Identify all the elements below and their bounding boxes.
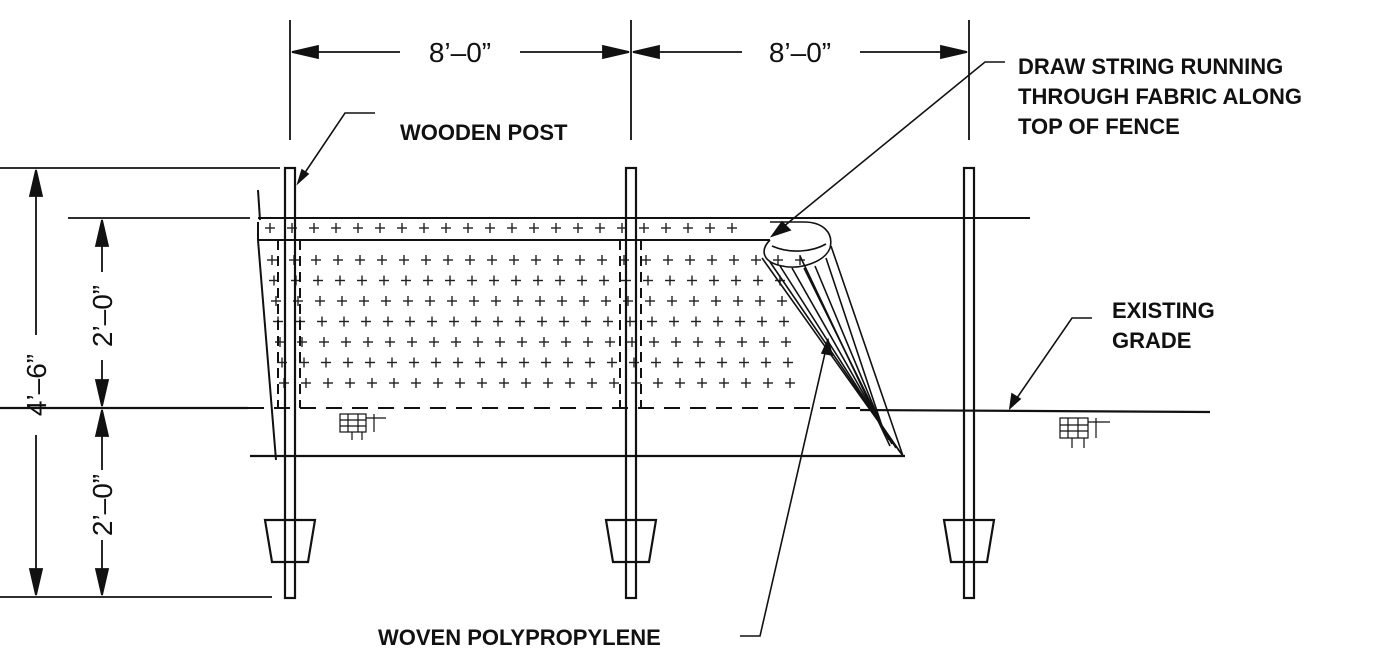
height-dimension bbox=[0, 167, 280, 598]
soil-symbol-right bbox=[1059, 417, 1110, 448]
fabric-mesh bbox=[265, 223, 805, 388]
dimension-post-depth: 2’–0” bbox=[87, 474, 118, 536]
soil-symbol-left bbox=[339, 413, 386, 440]
label-draw-string-line3: TOP OF FENCE bbox=[1018, 114, 1180, 139]
dimension-spacing-right: 8’–0” bbox=[769, 37, 831, 68]
wooden-post-middle bbox=[604, 166, 658, 600]
spacing-dimension bbox=[289, 20, 970, 140]
existing-grade-line bbox=[0, 406, 1211, 414]
leader-lines bbox=[296, 61, 1092, 637]
dimension-fabric-height: 2’–0” bbox=[87, 285, 118, 347]
label-existing-grade-line2: GRADE bbox=[1112, 328, 1191, 353]
label-draw-string-line1: DRAW STRING RUNNING bbox=[1018, 54, 1283, 79]
label-wooden-post: WOODEN POST bbox=[400, 120, 568, 145]
dimension-spacing-left: 8’–0” bbox=[429, 37, 491, 68]
fabric-panel bbox=[248, 189, 1030, 461]
label-existing-grade-line1: EXISTING bbox=[1112, 298, 1215, 323]
label-woven-polypropylene: WOVEN POLYPROPYLENE bbox=[378, 625, 661, 650]
wooden-post-left bbox=[263, 166, 317, 600]
post-dashes bbox=[277, 240, 642, 408]
dimension-total-height: 4’–6” bbox=[21, 354, 52, 416]
wooden-post-right bbox=[942, 166, 996, 600]
rolled-fabric-end bbox=[761, 221, 904, 457]
label-draw-string-line2: THROUGH FABRIC ALONG bbox=[1018, 84, 1302, 109]
